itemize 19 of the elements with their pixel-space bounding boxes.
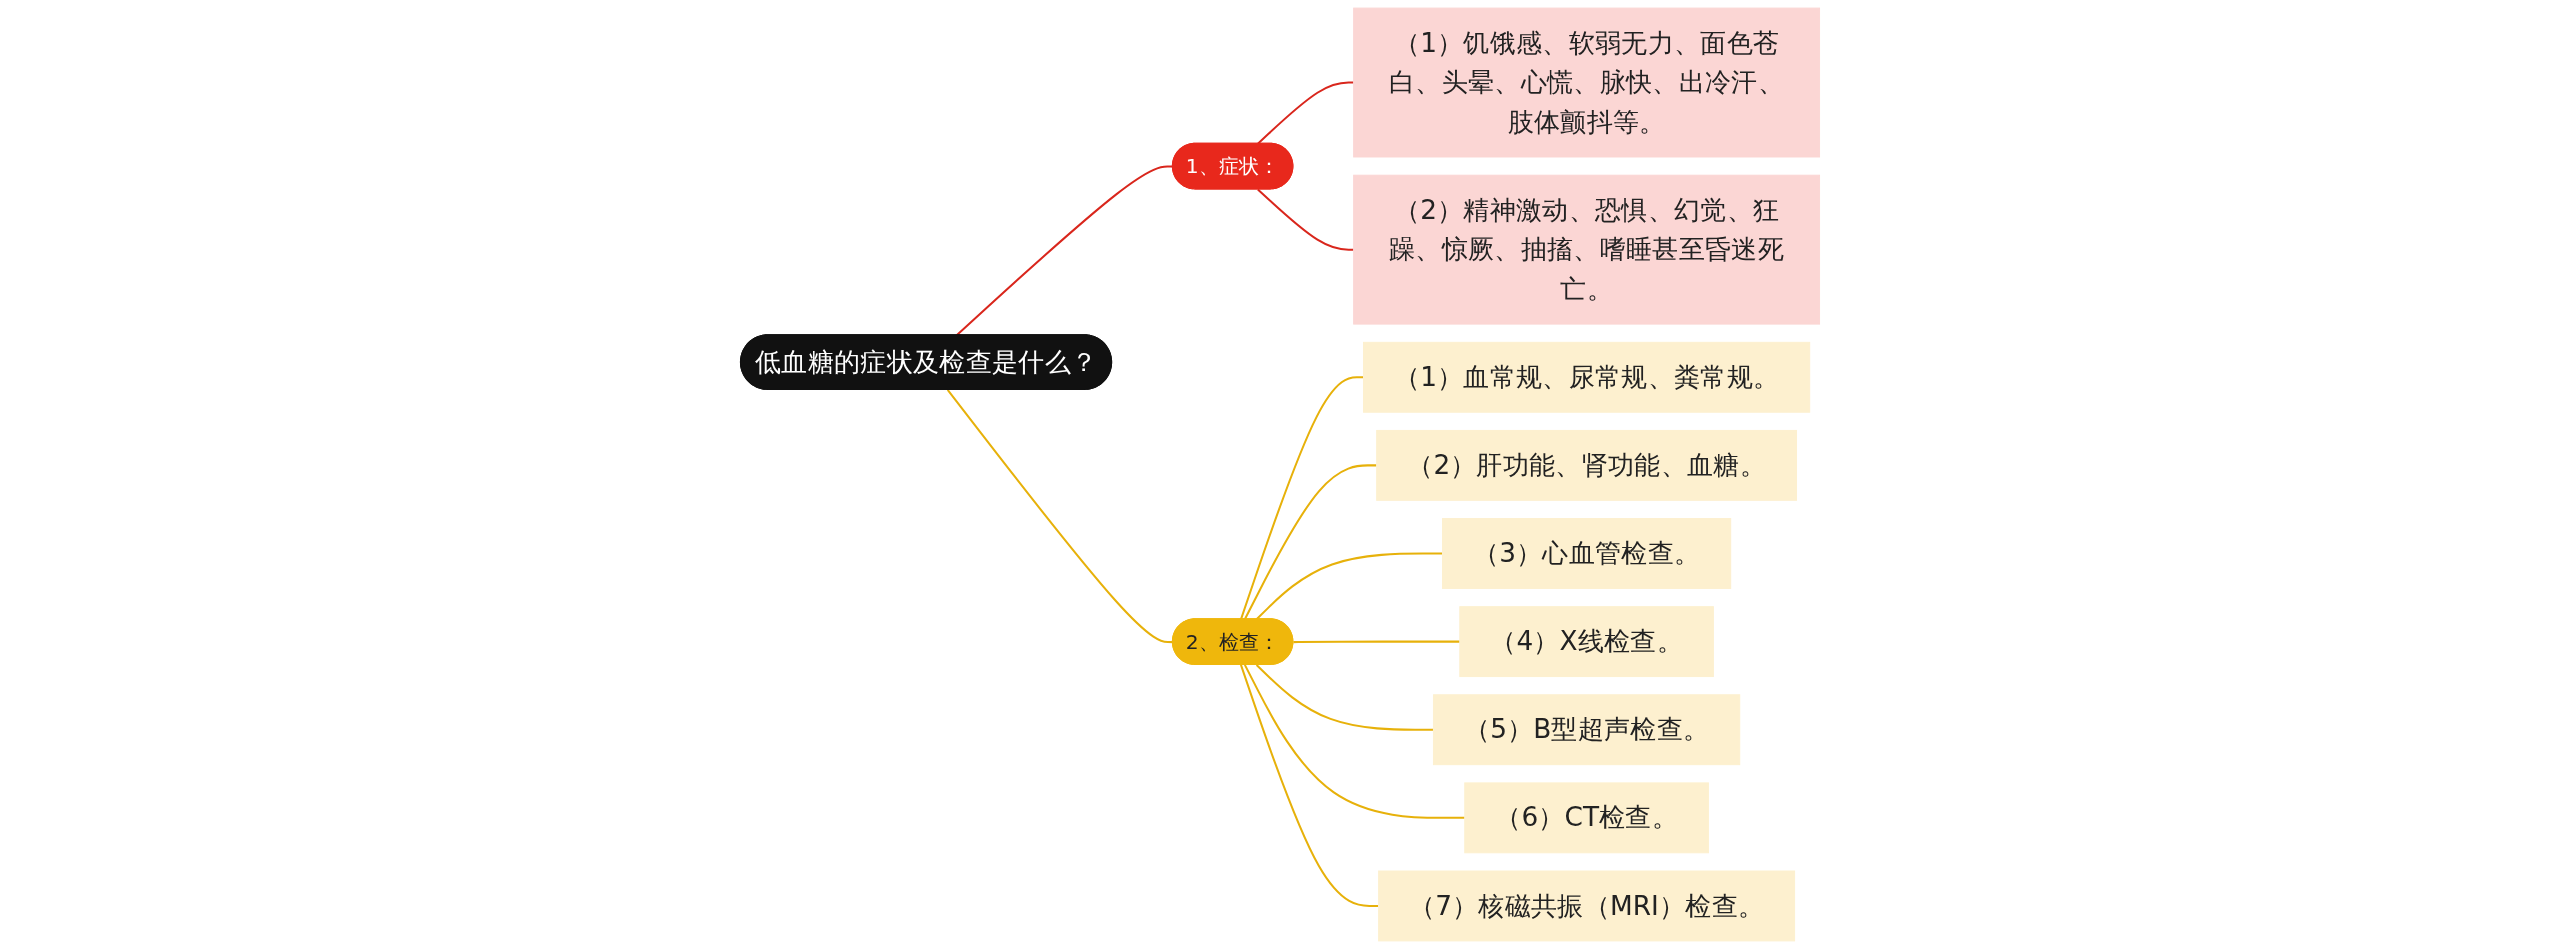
connector [1257,188,1354,251]
connector [1243,464,1377,620]
node-box: （1）血常规、尿常规、粪常规。 [1363,341,1811,413]
connector [1243,664,1465,819]
connector [946,389,1173,644]
node-box: （5）B型超声检查。 [1432,694,1741,766]
connector [1255,664,1434,731]
connector [1293,640,1460,644]
node-box: （7）核磁共振（MRI）检查。 [1378,870,1796,942]
connector [1257,81,1354,145]
node-box: （3）心血管检查。 [1442,518,1732,589]
node-box: （2）精神激动、恐惧、幻觉、狂躁、惊厥、抽搐、嗜睡甚至昏迷死亡。 [1353,174,1821,325]
node-box: （4）X线检查。 [1459,606,1714,678]
connector [1240,376,1364,620]
connector [956,165,1173,336]
node-box: （6）CT检查。 [1464,782,1709,854]
node-box: （2）肝功能、肾功能、血糖。 [1376,429,1798,501]
connector [1240,664,1379,907]
node-box: （1）饥饿感、软弱无力、面色苍白、头晕、心慌、脉快、出冷汗、肢体颤抖等。 [1353,7,1821,158]
